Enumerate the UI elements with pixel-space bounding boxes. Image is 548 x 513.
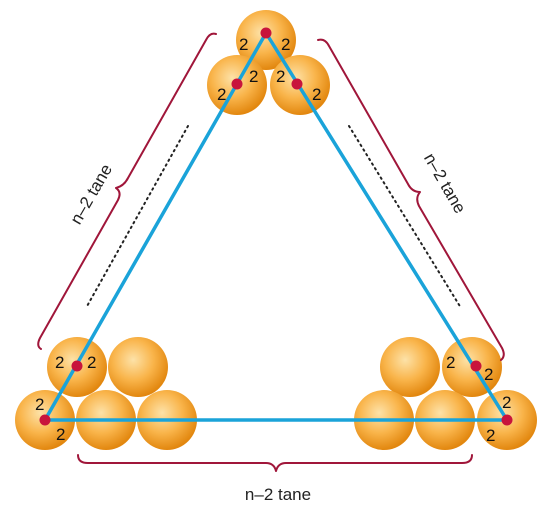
count-label: 2 — [484, 365, 493, 384]
sphere — [380, 337, 440, 397]
vertex-dot — [291, 78, 303, 90]
vertex-dot — [260, 27, 272, 39]
count-label: 2 — [217, 85, 226, 104]
count-label: 2 — [502, 393, 511, 412]
bottom-left-sphere-group — [15, 337, 197, 450]
vertex-dot — [71, 360, 83, 372]
count-label: 2 — [276, 67, 285, 86]
right-side-label: n–2 tane — [420, 150, 470, 217]
brackets — [37, 32, 505, 472]
sphere — [108, 337, 168, 397]
count-label: 2 — [87, 353, 96, 372]
bottom-side-label: n–2 tane — [245, 485, 311, 504]
vertex-dot — [501, 414, 513, 426]
dotted-lines — [85, 125, 462, 309]
count-label: 2 — [312, 85, 321, 104]
count-label: 2 — [281, 35, 290, 54]
count-label: 2 — [55, 353, 64, 372]
dotted-line-left — [85, 125, 189, 309]
count-labels: 2 2 2 2 2 2 2 2 2 2 2 2 2 2 — [35, 35, 511, 445]
count-label: 2 — [446, 353, 455, 372]
count-label: 2 — [35, 395, 44, 414]
triangle-outline — [43, 31, 509, 422]
count-label: 2 — [56, 425, 65, 444]
count-label: 2 — [486, 426, 495, 445]
bracket-right — [317, 38, 505, 361]
vertex-dot — [470, 360, 482, 372]
count-label: 2 — [239, 35, 248, 54]
dotted-line-right — [348, 125, 462, 309]
vertex-dot — [39, 414, 51, 426]
bracket-left — [37, 32, 217, 350]
vertex-dot — [231, 78, 243, 90]
bracket-bottom — [77, 454, 473, 472]
count-label: 2 — [249, 67, 258, 86]
vertex-dots — [39, 27, 513, 426]
